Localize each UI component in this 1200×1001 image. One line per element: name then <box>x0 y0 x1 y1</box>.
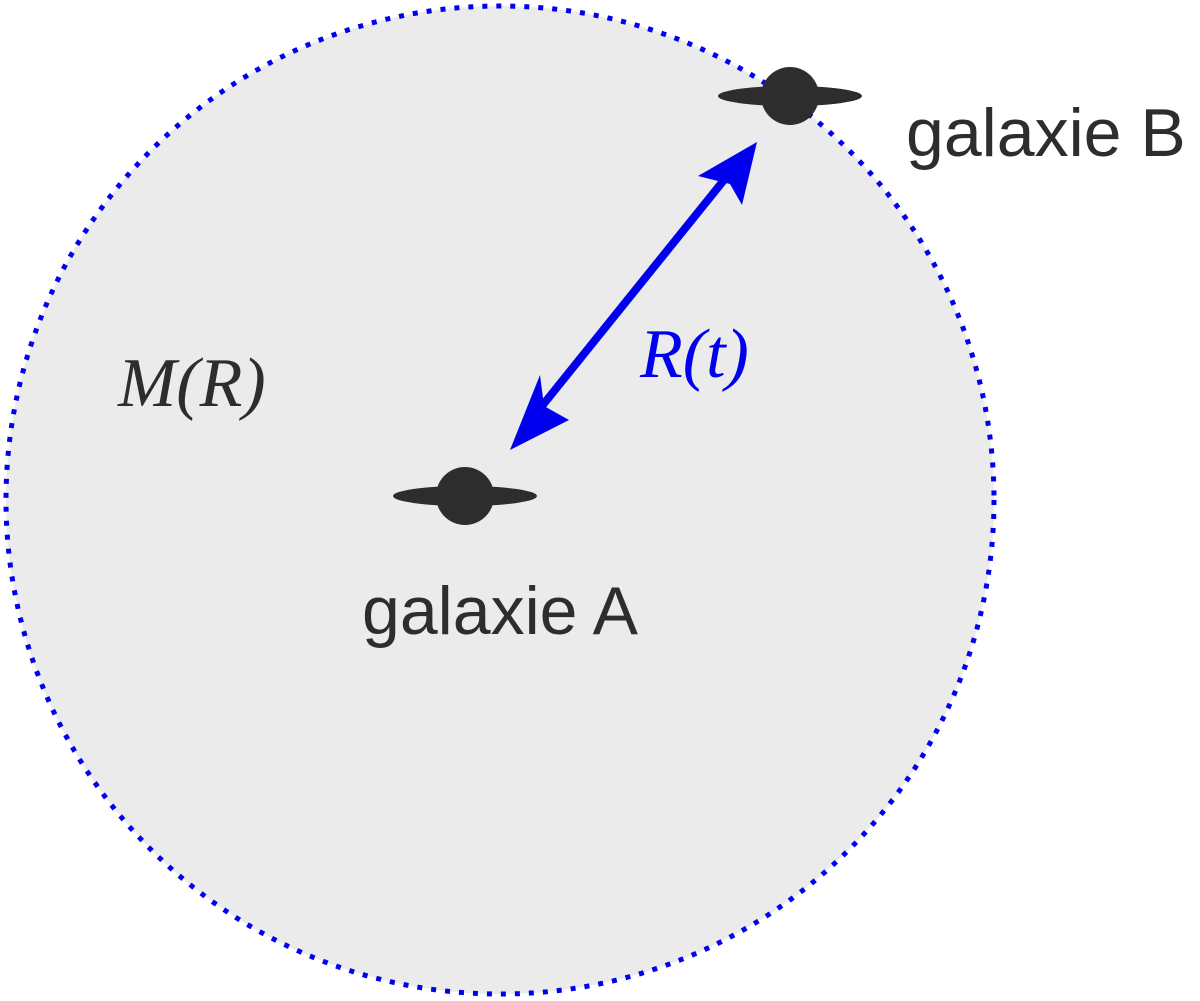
arrow-head-a <box>510 375 569 450</box>
arrow-shaft <box>538 177 728 409</box>
arrow-head-b <box>698 142 757 205</box>
distance-label: R(t) <box>639 316 749 393</box>
galaxy-b-label: galaxie B <box>906 95 1186 171</box>
galaxy-b-icon <box>718 67 862 125</box>
distance-arrow <box>510 142 757 450</box>
enclosed-mass-label: M(R) <box>117 345 266 422</box>
galaxy-a-bulge <box>436 467 494 525</box>
galaxy-b-bulge <box>761 67 819 125</box>
galaxy-a-label: galaxie A <box>362 573 639 649</box>
galaxy-a-icon <box>393 467 537 525</box>
